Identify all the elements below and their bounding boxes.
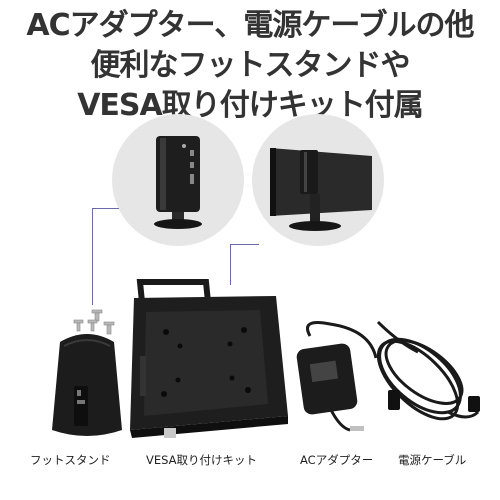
headline-line-3: VESA取り付けキット付属 [77,88,424,123]
headline-line-1: ACアダプター、電源ケーブルの他 [26,8,474,43]
vesa-kit-image [120,276,290,440]
callout-line-left [92,208,119,305]
caption-ac-adapter: ACアダプター [300,453,374,467]
screws-image [72,308,122,338]
caption-foot-stand: フットスタンド [30,453,111,467]
mini-pc-on-stand-image [112,114,244,246]
power-cable-image [358,312,486,436]
callout-line-right [230,244,259,285]
vesa-mounted-pc-image [252,114,384,246]
headline: ACアダプター、電源ケーブルの他 便利なフットスタンドや VESA取り付けキット… [0,6,500,126]
caption-power-cable: 電源ケーブル [398,453,467,467]
headline-line-2: 便利なフットスタンドや [90,48,411,83]
foot-stand-image [42,330,132,442]
ac-adapter-image [290,318,390,438]
caption-vesa-kit: VESA取り付けキット [146,453,258,467]
